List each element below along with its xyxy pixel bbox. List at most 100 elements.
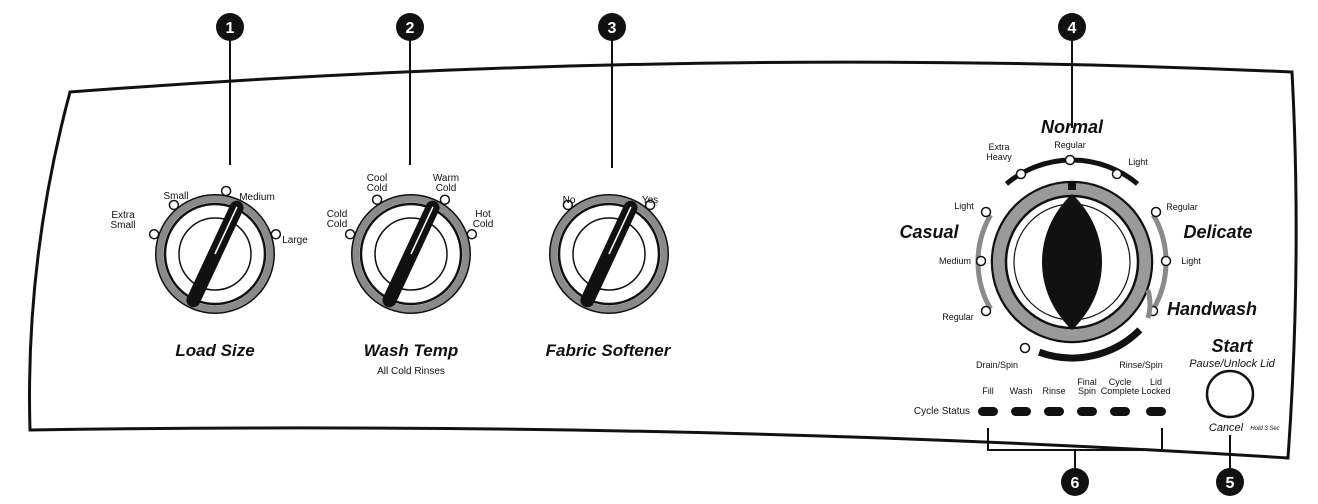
- position-indicator-dot: [168, 199, 180, 211]
- knob-gray-ring: [156, 195, 274, 313]
- label-yes: Yes: [642, 195, 658, 206]
- cycle-position-dot: [980, 206, 992, 218]
- pos-casual-medium: Medium: [939, 256, 971, 266]
- knob-inner-ring: [178, 217, 252, 291]
- position-indicator-dot: [562, 199, 574, 211]
- start-pause-button[interactable]: [1205, 369, 1255, 419]
- cycle-position-dot: [1160, 255, 1172, 267]
- wash-temp-title: Wash Temp: [364, 341, 458, 360]
- status-light: [1011, 407, 1031, 416]
- svg-text:3: 3: [608, 20, 617, 37]
- position-indicator-dot: [439, 194, 451, 205]
- position-indicator-dot: [466, 228, 478, 240]
- knob-pointer-mark: [608, 206, 632, 255]
- fabric-softener-title: Fabric Softener: [546, 341, 672, 360]
- position-indicator-dot: [220, 185, 232, 197]
- status-light: [978, 407, 998, 416]
- status-light-label: Wash: [1010, 386, 1033, 396]
- fabric-softener-labels: No Yes Fabric Softener: [546, 195, 672, 360]
- pos-delicate-regular: Regular: [1166, 202, 1198, 212]
- cycle-top-marker: [1068, 182, 1076, 190]
- pos-rinse-spin: Rinse/Spin: [1119, 360, 1163, 370]
- hold-label: Hold 3 Sec: [1250, 426, 1279, 432]
- cycle-handle: [1042, 194, 1102, 330]
- position-indicator-dot: [644, 199, 656, 211]
- pos-normal-regular: Regular: [1054, 140, 1086, 150]
- status-light-label: Rinse: [1042, 386, 1065, 396]
- wash-temp-subtitle: All Cold Rinses: [377, 366, 445, 377]
- group-normal: Normal: [1041, 117, 1104, 137]
- knob-gray-ring: [352, 195, 470, 313]
- rinse-spin-arc: [1037, 327, 1143, 362]
- position-indicator-dot: [148, 228, 160, 240]
- svg-text:2: 2: [406, 20, 415, 37]
- status-light: [1044, 407, 1064, 416]
- svg-text:1: 1: [226, 20, 235, 37]
- pos-casual-light: Light: [954, 201, 974, 211]
- position-indicator-dot: [270, 228, 282, 240]
- panel-outline: [28, 60, 1298, 460]
- pos-drain-spin: Drain/Spin: [976, 360, 1018, 370]
- start-title: Start: [1211, 336, 1253, 356]
- pos-casual-regular: Regular: [942, 312, 974, 322]
- handwash-arc: [1145, 289, 1153, 319]
- cycle-position-dot: [1015, 168, 1027, 180]
- callout-5: 5: [1216, 435, 1244, 496]
- knob-inner-ring: [374, 217, 448, 291]
- knob-inner-ring: [572, 217, 646, 291]
- svg-text:4: 4: [1068, 20, 1077, 37]
- status-light-label: Fill: [982, 386, 994, 396]
- callout-3: 3: [598, 13, 626, 168]
- load-size-title: Load Size: [175, 341, 254, 360]
- position-indicator-dot: [344, 228, 356, 240]
- cycle-selector-knob[interactable]: [975, 154, 1172, 362]
- label-no: No: [563, 195, 576, 206]
- cycle-position-dot: [1064, 154, 1076, 166]
- group-handwash: Handwash: [1167, 299, 1257, 319]
- load-size-knob[interactable]: [148, 185, 282, 314]
- knob-pointer-mark: [214, 206, 238, 255]
- wash-temp-knob[interactable]: [344, 194, 478, 314]
- knob-pointer-mark: [410, 206, 434, 255]
- cycle-position-dot: [1111, 168, 1123, 180]
- cycle-status-label: Cycle Status: [914, 406, 970, 417]
- cycle-position-dot: [980, 305, 992, 317]
- callout-4: 4: [1058, 13, 1086, 128]
- svg-text:6: 6: [1071, 475, 1080, 492]
- pos-delicate-light: Light: [1181, 256, 1201, 266]
- cycle-position-dot: [1019, 342, 1031, 354]
- group-delicate: Delicate: [1183, 222, 1252, 242]
- label-large: Large: [282, 235, 308, 246]
- label-medium: Medium: [239, 192, 275, 203]
- start-subtitle: Pause/Unlock Lid: [1189, 358, 1275, 370]
- group-casual: Casual: [899, 222, 959, 242]
- status-light: [1110, 407, 1130, 416]
- callout-6: 6: [987, 428, 1163, 496]
- pos-normal-light: Light: [1128, 157, 1148, 167]
- cycle-position-dot: [1150, 206, 1162, 218]
- callout-1: 1: [216, 13, 244, 165]
- callout-2: 2: [396, 13, 424, 165]
- status-light: [1077, 407, 1097, 416]
- position-indicator-dot: [371, 194, 383, 205]
- fabric-softener-knob[interactable]: [549, 194, 669, 314]
- label-small: Small: [163, 191, 188, 202]
- cycle-position-dot: [975, 255, 987, 267]
- knob-gray-ring: [550, 195, 668, 313]
- cancel-label: Cancel: [1209, 422, 1244, 434]
- status-light: [1146, 407, 1166, 416]
